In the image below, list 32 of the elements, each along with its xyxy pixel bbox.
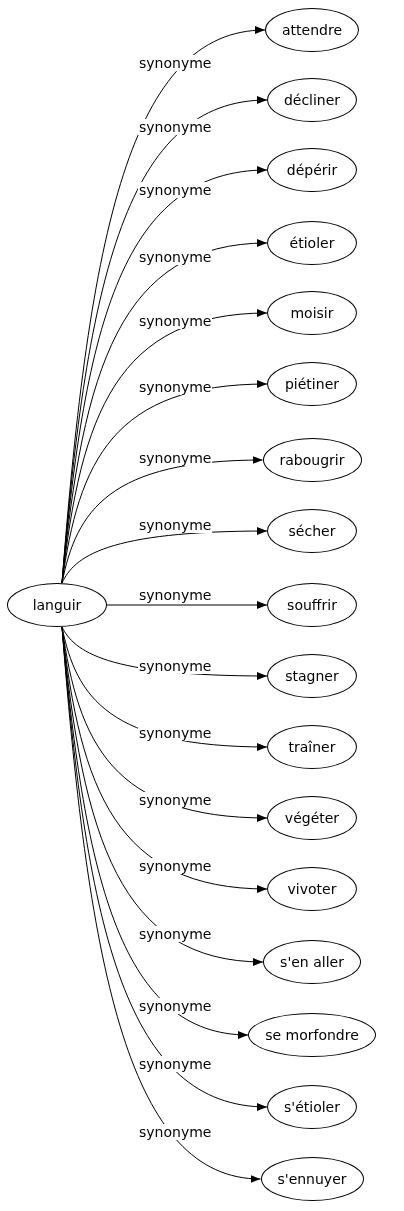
edge-label: synonyme bbox=[138, 248, 213, 265]
word-ellipse: sécher bbox=[267, 509, 357, 553]
word-ellipse: rabougrir bbox=[262, 438, 362, 482]
word-ellipse: se morfondre bbox=[248, 1013, 376, 1057]
edge-label: synonyme bbox=[138, 118, 213, 135]
word-ellipse: vivoter bbox=[267, 867, 357, 911]
arrow bbox=[106, 601, 268, 609]
edge-label: synonyme bbox=[138, 1124, 213, 1141]
word-ellipse: piétiner bbox=[267, 362, 357, 406]
word-ellipse: stagner bbox=[267, 654, 357, 698]
word-ellipse: s'ennuyer bbox=[260, 1157, 364, 1201]
edge-label: synonyme bbox=[138, 857, 213, 874]
arrow bbox=[61, 527, 268, 584]
word-ellipse: dépérir bbox=[267, 148, 357, 192]
arrow bbox=[61, 626, 261, 1182]
word-ellipse: décliner bbox=[267, 78, 357, 122]
edge-label: synonyme bbox=[138, 997, 213, 1014]
word-ellipse: s'étioler bbox=[267, 1085, 357, 1129]
edge-label: synonyme bbox=[138, 182, 213, 199]
word-ellipse: traîner bbox=[267, 725, 357, 769]
word-ellipse: végéter bbox=[267, 796, 357, 840]
edge-label: synonyme bbox=[138, 1056, 213, 1073]
word-ellipse: s'en aller bbox=[263, 940, 361, 984]
word-ellipse: languir bbox=[7, 583, 107, 627]
edge-label: synonyme bbox=[138, 725, 213, 742]
word-ellipse: attendre bbox=[265, 8, 359, 52]
edge-label: synonyme bbox=[138, 791, 213, 808]
word-ellipse: souffrir bbox=[267, 583, 357, 627]
edge-label: synonyme bbox=[138, 55, 213, 72]
edge-label: synonyme bbox=[138, 925, 213, 942]
word-ellipse: étioler bbox=[267, 221, 357, 265]
word-ellipse: moisir bbox=[267, 291, 357, 335]
